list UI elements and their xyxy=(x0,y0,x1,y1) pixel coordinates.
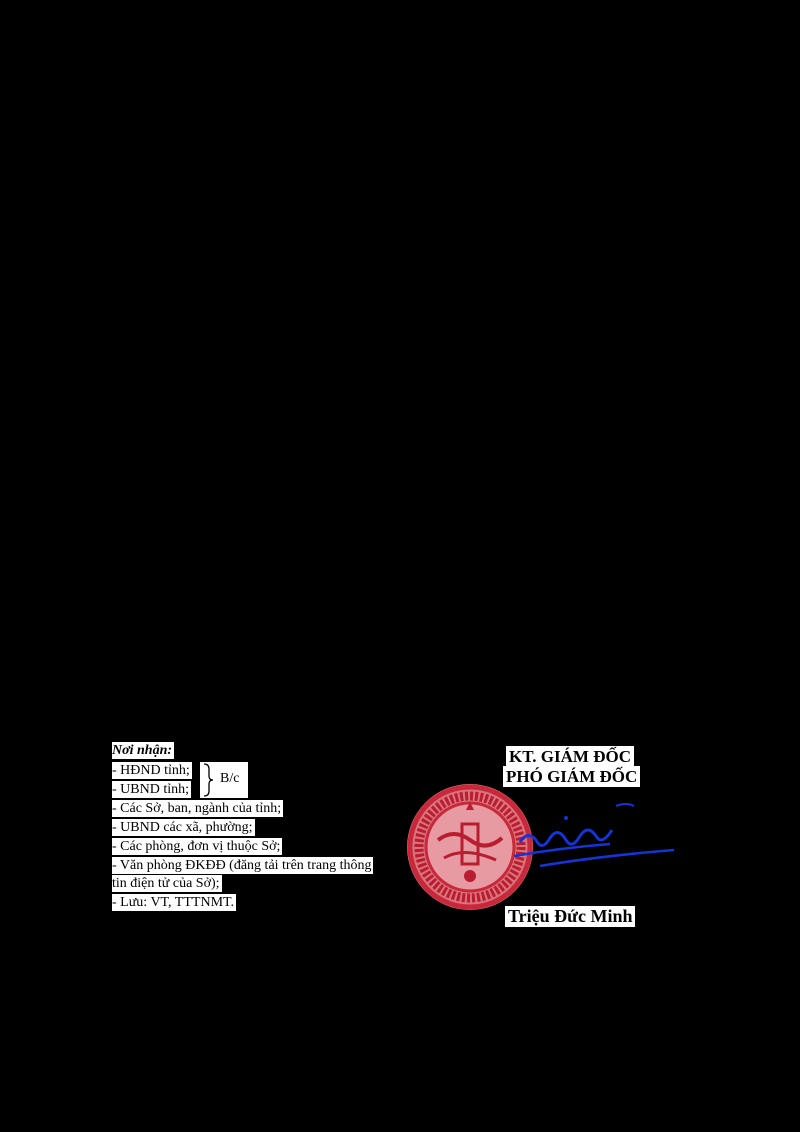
recipients-title: Nơi nhận: xyxy=(112,742,175,759)
recipient-line: - UBND các xã, phường; xyxy=(112,819,255,836)
recipient-line: - Các Sở, ban, ngành của tỉnh; xyxy=(112,800,284,817)
recipient-line: tin điện tử của Sở); xyxy=(112,875,222,892)
report-brace: B/c xyxy=(200,762,248,798)
recipient-line: - Lưu: VT, TTTNMT. xyxy=(112,894,237,911)
official-seal xyxy=(407,784,533,910)
recipient-line: - Văn phòng ĐKĐĐ (đăng tải trên trang th… xyxy=(112,857,374,874)
recipient-line: - UBND tỉnh; xyxy=(112,781,191,798)
curly-brace-icon xyxy=(203,763,214,797)
brace-label: B/c xyxy=(220,771,240,786)
signature-title-2: PHÓ GIÁM ĐỐC xyxy=(503,766,641,787)
recipient-line: - HĐND tỉnh; xyxy=(112,762,192,779)
recipient-line: - Các phòng, đơn vị thuộc Sở; xyxy=(112,838,283,855)
handwritten-signature xyxy=(513,803,675,868)
signature-title-1: KT. GIÁM ĐỐC xyxy=(506,746,634,767)
signer-name: Triệu Đức Minh xyxy=(505,906,636,927)
